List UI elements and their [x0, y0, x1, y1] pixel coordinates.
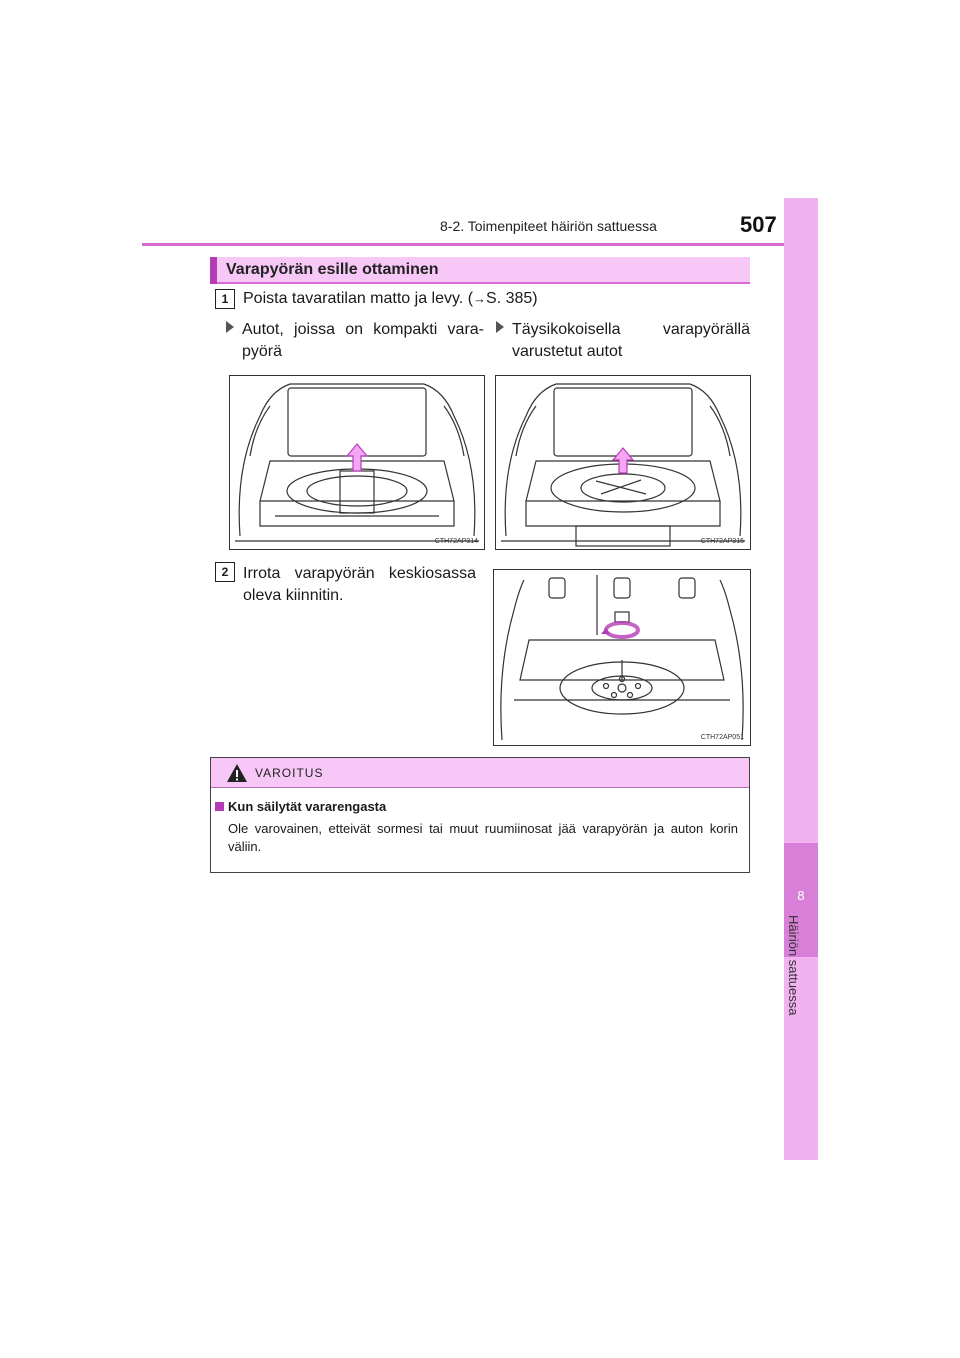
arrow-up-icon	[611, 447, 635, 474]
warning-box	[210, 757, 750, 873]
figure-code: CTH72AP051	[700, 734, 744, 741]
warning-subtitle-text: Kun säilytät vararengasta	[228, 799, 387, 814]
side-tab-label: Häiriön sattuessa	[786, 915, 801, 1016]
side-tab-chapter-block	[784, 843, 818, 957]
warning-subtitle: Kun säilytät vararengasta	[215, 799, 386, 814]
step-2-line2: oleva kiinnitin.	[243, 587, 344, 604]
triangle-bullet-icon	[226, 321, 234, 333]
bullet-compact-spare: Autot, joissa on kompakti vara- pyörä	[226, 319, 484, 363]
step-2-text: Irrota varapyörän keskiosassa oleva kiin…	[243, 563, 476, 607]
section-heading: Varapyörän esille ottaminen	[226, 261, 439, 278]
step-2-badge: 2	[215, 562, 235, 582]
chapter-number: 8	[797, 888, 805, 903]
page-number: 507	[740, 212, 777, 237]
warning-triangle-icon	[227, 764, 247, 782]
side-tab	[784, 198, 818, 1160]
rotate-arrow-icon	[604, 621, 640, 639]
header-rule	[142, 243, 818, 246]
triangle-bullet-icon	[496, 321, 504, 333]
step-2-line1: Irrota varapyörän keskiosassa	[243, 565, 476, 582]
figure-full-size-spare: CTH72AP315	[495, 375, 751, 550]
arrow-right-icon: →	[473, 291, 487, 306]
bullet-left-line1: Autot, joissa on kompakti vara-	[242, 321, 484, 338]
bullet-left-line2: pyörä	[242, 343, 283, 360]
arrow-up-icon	[345, 443, 369, 472]
warning-title: VAROITUS	[255, 766, 324, 780]
step-1-badge: 1	[215, 289, 235, 309]
step-1-reference: S. 385)	[486, 290, 538, 307]
figure-code: CTH72AP315	[700, 538, 744, 545]
figure-compact-spare: CTH72AP314	[229, 375, 485, 550]
bullet-right-line1: Täysikokoisella varapyörällä	[512, 321, 750, 338]
figure-code: CTH72AP314	[434, 538, 478, 545]
trunk-compact-illustration	[235, 383, 479, 542]
figure-remove-clamp: CTH72AP051	[493, 569, 751, 746]
warning-body: Ole varovainen, etteivät sormesi tai muu…	[228, 821, 738, 854]
bullet-right-line2: varustetut autot	[512, 343, 623, 360]
square-bullet-icon	[215, 802, 224, 811]
step-1-text: Poista tavaratilan matto ja levy. (→S. 3…	[243, 290, 538, 308]
trunk-full-size-illustration	[501, 383, 745, 547]
section-heading-bar	[210, 257, 750, 284]
bullet-full-size-spare: Täysikokoisella varapyörällä varustetut …	[496, 319, 750, 363]
warning-header	[211, 758, 749, 788]
spare-wheel-clamp-illustration	[500, 575, 744, 741]
section-header: 8-2. Toimenpiteet häiriön sattuessa	[440, 218, 657, 234]
heading-accent	[210, 257, 217, 284]
step-1-instruction: Poista tavaratilan matto ja levy. (	[243, 290, 474, 307]
